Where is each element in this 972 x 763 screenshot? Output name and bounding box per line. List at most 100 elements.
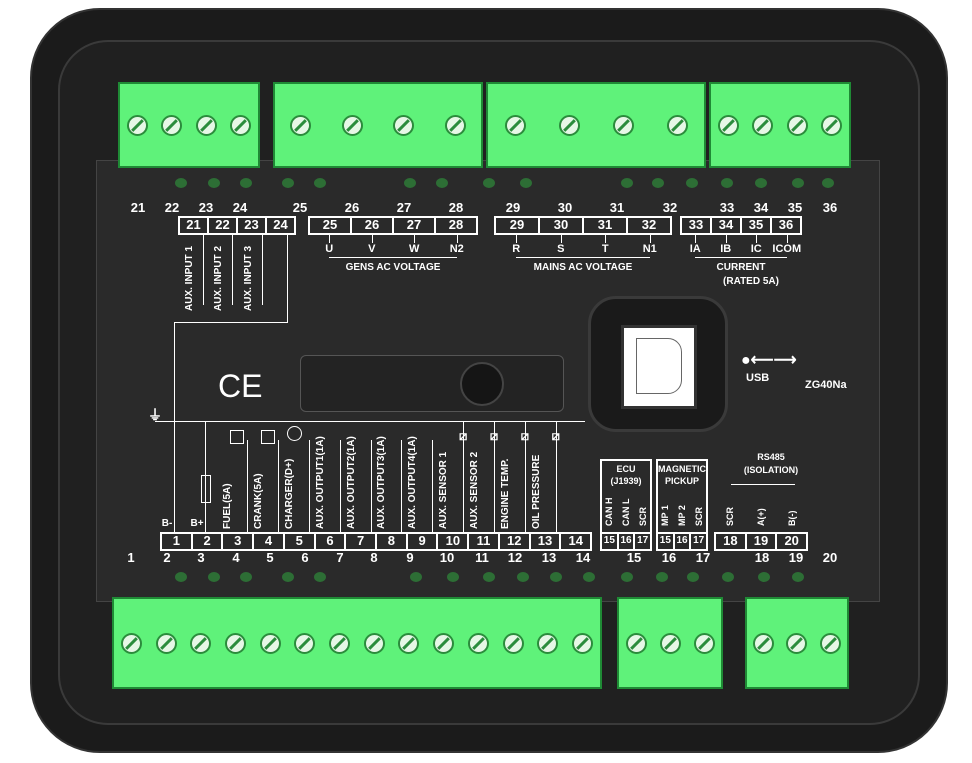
terminal-screw[interactable] — [693, 632, 715, 654]
terminal-screw[interactable] — [659, 632, 681, 654]
status-led — [208, 178, 220, 188]
status-led — [792, 178, 804, 188]
terminal-screw[interactable] — [467, 632, 489, 654]
usb-port[interactable] — [588, 296, 728, 432]
status-led — [240, 572, 252, 582]
lead-line — [786, 235, 788, 243]
terminal-screw[interactable] — [666, 114, 688, 136]
terminal-number: 31 — [609, 200, 625, 215]
bracket — [516, 257, 650, 258]
terminal-number: 13 — [541, 550, 557, 565]
terminal-screw[interactable] — [190, 632, 212, 654]
lead-line — [494, 421, 495, 532]
terminal-screw[interactable] — [341, 114, 363, 136]
terminal-screw[interactable] — [294, 632, 316, 654]
terminal-screw[interactable] — [259, 632, 281, 654]
terminal-screw[interactable] — [752, 114, 774, 136]
status-led — [517, 572, 529, 582]
terminal-screw[interactable] — [195, 114, 217, 136]
terminal-number: 21 — [130, 200, 146, 215]
terminal-number: 29 — [505, 200, 521, 215]
terminal-screw[interactable] — [786, 114, 808, 136]
terminal-screw[interactable] — [363, 632, 385, 654]
terminal-cell: 13 — [531, 534, 562, 549]
status-led — [792, 572, 804, 582]
group-subtitle: (RATED 5A) — [723, 276, 779, 287]
terminal-cell: 11 — [469, 534, 500, 549]
terminal-screw[interactable] — [558, 114, 580, 136]
terminal-block — [118, 82, 260, 168]
terminal-screw[interactable] — [444, 114, 466, 136]
lead-line — [370, 440, 372, 532]
terminal-block — [486, 82, 706, 168]
lead-line — [555, 421, 557, 532]
signal-label: T — [601, 243, 609, 255]
terminal-screw[interactable] — [126, 114, 148, 136]
terminal-cell: 17 — [637, 535, 649, 546]
rs485-title: RS485 — [757, 452, 785, 462]
terminal-cell: 22 — [209, 218, 238, 233]
terminal-screw[interactable] — [821, 114, 843, 136]
fuse-icon — [201, 475, 211, 503]
terminal-cell: 27 — [394, 218, 436, 233]
terminal-cell: 2 — [193, 534, 224, 549]
charger-lamp-icon — [287, 426, 302, 441]
terminal-screw[interactable] — [120, 632, 142, 654]
status-led — [758, 572, 770, 582]
terminal-cell: 5 — [285, 534, 316, 549]
terminal-screw[interactable] — [398, 632, 420, 654]
terminal-cell: 15 — [602, 534, 619, 549]
terminal-screw[interactable] — [753, 632, 775, 654]
terminal-number: 5 — [266, 550, 274, 565]
terminal-screw[interactable] — [537, 632, 559, 654]
terminal-screw[interactable] — [612, 114, 634, 136]
terminal-screw[interactable] — [502, 632, 524, 654]
terminal-number: 24 — [232, 200, 248, 215]
usb-socket — [621, 325, 697, 409]
switch-line — [232, 235, 234, 305]
signal-label: IA — [689, 243, 701, 255]
terminal-screw[interactable] — [786, 632, 808, 654]
terminal-number: 16 — [661, 550, 677, 565]
terminal-screw[interactable] — [717, 114, 739, 136]
terminal-screw[interactable] — [819, 632, 841, 654]
terminal-screw[interactable] — [224, 632, 246, 654]
terminal-screw[interactable] — [625, 632, 647, 654]
terminal-number: 20 — [822, 550, 838, 565]
terminal-screw[interactable] — [230, 114, 252, 136]
terminal-screw[interactable] — [571, 632, 593, 654]
ecu-title: ECU — [616, 464, 636, 474]
terminal-screw[interactable] — [504, 114, 526, 136]
terminal-screw[interactable] — [290, 114, 312, 136]
terminal-number: 11 — [475, 550, 489, 565]
group-title: MAINS AC VOLTAGE — [533, 262, 633, 273]
terminal-cell: 28 — [448, 217, 464, 232]
switch-line — [202, 235, 204, 305]
terminal-number: 30 — [557, 200, 573, 215]
terminal-screw[interactable] — [393, 114, 415, 136]
terminal-block — [745, 597, 849, 689]
pickup-signal-label: MP 2 — [677, 505, 687, 526]
terminal-number: 15 — [626, 550, 642, 565]
terminal-cell: 26 — [352, 218, 394, 233]
status-led — [314, 572, 326, 582]
output-label: AUX. OUTPUT2(1A) — [345, 436, 357, 529]
lead-line — [605, 235, 607, 243]
terminal-screw[interactable] — [155, 632, 177, 654]
terminal-cell: 25 — [310, 218, 352, 233]
output-label: AUX. SENSOR 2 — [469, 451, 480, 529]
terminal-cell: 3 — [223, 534, 255, 549]
terminal-cell: 16 — [675, 534, 692, 549]
terminal-screw[interactable] — [433, 632, 455, 654]
status-led — [583, 572, 595, 582]
status-led — [656, 572, 668, 582]
terminal-number: 18 — [754, 550, 770, 565]
terminal-screw[interactable] — [329, 632, 351, 654]
model-label: ZG40Na — [805, 379, 847, 391]
battery-line — [205, 421, 206, 532]
status-led — [404, 178, 416, 188]
rs485-signal-label: A(+) — [756, 508, 766, 526]
terminal-screw[interactable] — [161, 114, 183, 136]
terminal-number: 32 — [662, 200, 678, 215]
